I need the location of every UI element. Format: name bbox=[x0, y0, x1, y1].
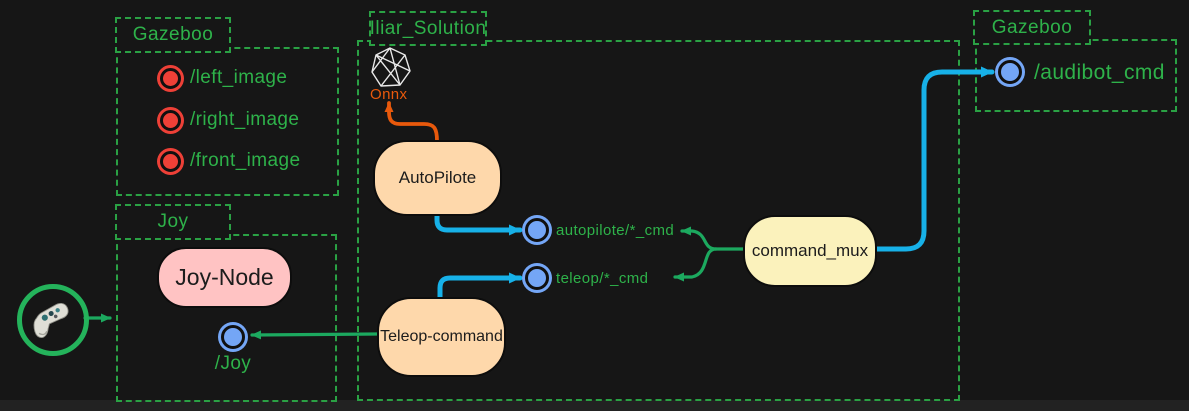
group-title: Iliar_Solution bbox=[369, 17, 487, 39]
topic-label-autopilote-cmd: autopilote/*_cmd bbox=[556, 222, 675, 239]
topic-label-right-image: /right_image bbox=[190, 109, 300, 130]
topic-label-left-image: /left_image bbox=[190, 67, 288, 88]
group-tab-gazebo-vehicle[interactable]: Gazeboo bbox=[973, 10, 1091, 45]
topic-port-audibot-cmd[interactable] bbox=[998, 60, 1022, 84]
node-joy[interactable]: Joy-Node bbox=[157, 247, 292, 308]
group-title: Joy bbox=[157, 211, 189, 232]
node-teleop-command[interactable]: Teleop-command bbox=[377, 297, 506, 377]
topic-port-autopilote-cmd[interactable] bbox=[525, 218, 549, 242]
topic-label-front-image: /front_image bbox=[190, 150, 301, 171]
node-label: Joy-Node bbox=[175, 264, 274, 290]
group-tab-gazebo-cameras[interactable]: Gazeboo bbox=[115, 17, 231, 53]
gamepad-glyph bbox=[33, 302, 69, 339]
topic-port-front-image[interactable] bbox=[160, 151, 181, 172]
group-title: Gazeboo bbox=[132, 24, 214, 45]
group-tab-joy[interactable]: Joy bbox=[115, 204, 231, 240]
group-tab-iliar-solution[interactable]: Iliar_Solution bbox=[369, 11, 487, 46]
topic-port-teleop-cmd[interactable] bbox=[525, 266, 549, 290]
node-autopilote[interactable]: AutoPilote bbox=[373, 140, 502, 216]
window-bottom-edge bbox=[0, 400, 1189, 411]
topic-port-left-image[interactable] bbox=[160, 68, 181, 89]
topic-label-teleop-cmd: teleop/*_cmd bbox=[556, 270, 649, 287]
onnx-label: Onnx bbox=[370, 86, 408, 103]
onnx-model-icon[interactable] bbox=[368, 44, 414, 97]
group-title: Gazeboo bbox=[991, 16, 1073, 38]
node-label: command_mux bbox=[751, 241, 869, 260]
node-label: Teleop-command bbox=[380, 328, 503, 345]
gamepad-icon[interactable] bbox=[17, 284, 89, 356]
onnx-glyph bbox=[371, 47, 411, 87]
node-label: AutoPilote bbox=[398, 168, 477, 187]
topic-label-joy: /Joy bbox=[214, 353, 252, 374]
topic-label-audibot-cmd: /audibot_cmd bbox=[1034, 61, 1165, 84]
topic-port-right-image[interactable] bbox=[160, 110, 181, 131]
topic-port-joy[interactable] bbox=[221, 325, 245, 349]
node-command-mux[interactable]: command_mux bbox=[743, 215, 877, 287]
